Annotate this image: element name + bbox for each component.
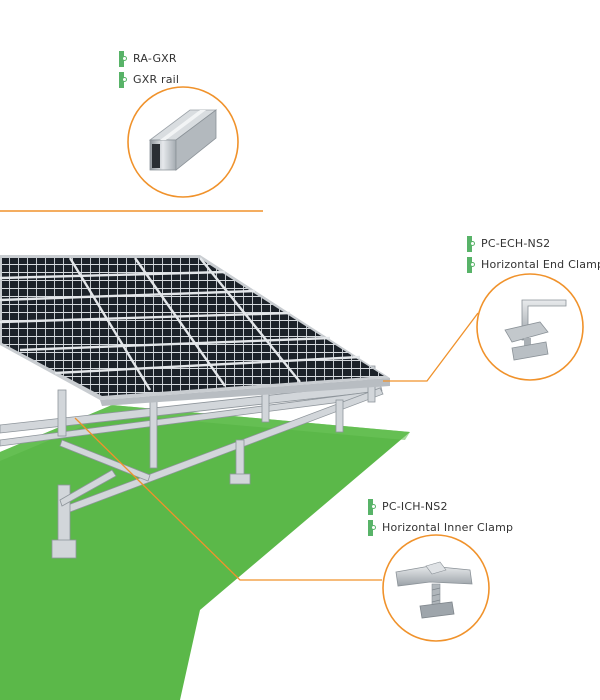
inner-clamp-detail-circle: [382, 534, 490, 642]
inner-clamp-code: PC-ICH-NS2: [382, 500, 448, 513]
solar-panel-array: [0, 255, 390, 406]
end-clamp-leader: [383, 312, 479, 382]
bullet-marker-icon: [368, 498, 376, 515]
bullet-marker-icon: [368, 519, 376, 536]
rail-detail-circle: [127, 86, 239, 198]
inner-clamp-label: PC-ICH-NS2 Horizontal Inner Clamp: [368, 498, 513, 536]
end-clamp-detail-circle: [476, 273, 584, 381]
rail-profile-icon: [148, 109, 218, 171]
end-clamp-name: Horizontal End Clamp: [481, 258, 600, 271]
inner-clamp-name: Horizontal Inner Clamp: [382, 521, 514, 534]
inner-clamp-icon: [395, 561, 473, 619]
bullet-marker-icon: [467, 235, 475, 252]
end-clamp-icon: [504, 299, 567, 361]
rail-label: RA-GXR GXR rail: [119, 50, 179, 88]
end-clamp-code: PC-ECH-NS2: [481, 237, 551, 250]
bullet-marker-icon: [119, 50, 127, 67]
inner-clamp-leader: [74, 417, 382, 581]
bullet-marker-icon: [119, 71, 127, 88]
bullet-marker-icon: [467, 256, 475, 273]
rail-name: GXR rail: [133, 73, 180, 86]
rail-code: RA-GXR: [133, 52, 177, 65]
end-clamp-label: PC-ECH-NS2 Horizontal End Clamp: [467, 235, 600, 273]
